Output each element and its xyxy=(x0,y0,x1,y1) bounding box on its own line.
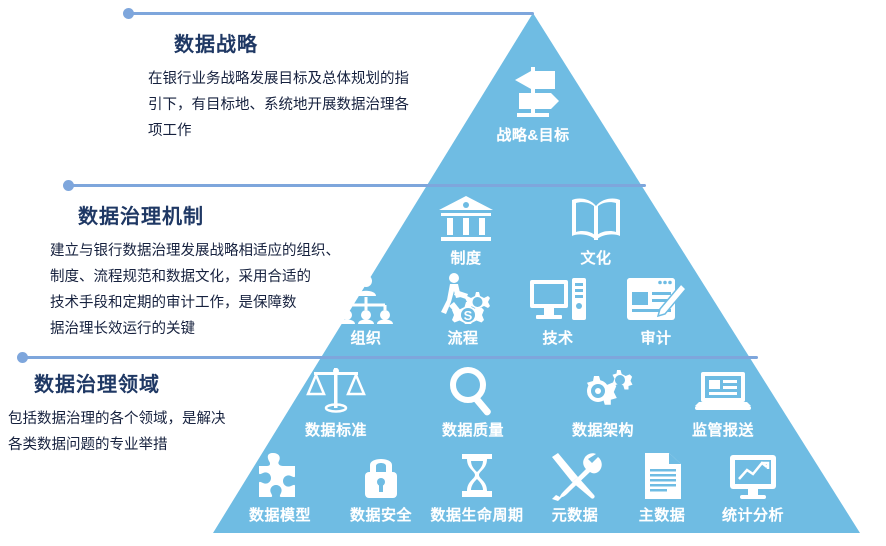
connector-dot-mechanism xyxy=(63,180,74,191)
pyramid-item-data-quality[interactable]: 数据质量 xyxy=(425,367,521,440)
magnifier-icon xyxy=(425,367,521,416)
pyramid-item-label: 数据安全 xyxy=(349,507,412,524)
pyramid-item-label: 审计 xyxy=(640,330,672,347)
svg-text:S: S xyxy=(464,308,473,323)
connector-dot-domain xyxy=(17,352,28,363)
pyramid-item-label: 制度 xyxy=(450,250,482,267)
lock-icon xyxy=(333,455,429,501)
pyramid-item-label: 战略&目标 xyxy=(496,127,570,144)
audit-icon xyxy=(608,278,704,324)
pyramid-item-label: 文化 xyxy=(580,250,612,267)
chart-monitor-icon xyxy=(705,455,801,501)
signpost-icon xyxy=(485,67,581,121)
section-mechanism-body-line-1: 建立与银行数据治理发展战略相适应的组织、 xyxy=(50,243,340,259)
pyramid-item-label: 数据架构 xyxy=(571,422,634,439)
pyramid-item-label: 监管报送 xyxy=(691,422,754,439)
pyramid-item-data-security[interactable]: 数据安全 xyxy=(333,455,429,525)
pyramid-item-data-lifecycle[interactable]: 数据生命周期 xyxy=(412,454,542,525)
pyramid-item-label: 主数据 xyxy=(638,507,686,524)
pyramid-item-master-data[interactable]: 主数据 xyxy=(614,453,710,525)
section-strategy-body: 在银行业务战略发展目标及总体规划的指 引下，有目标地、系统地开展数据治理各 项工… xyxy=(148,66,409,144)
hourglass-icon xyxy=(412,454,542,501)
pyramid-item-culture[interactable]: 文化 xyxy=(548,198,644,268)
connector-line-mechanism xyxy=(63,180,646,191)
pyramid-item-label: 数据模型 xyxy=(248,507,311,524)
section-domain-body-line-1: 包括数据治理的各个领域，是解决 xyxy=(8,411,226,427)
section-strategy-body-line-3: 项工作 xyxy=(148,123,192,139)
puzzle-icon xyxy=(232,453,328,501)
book-icon xyxy=(548,198,644,244)
section-mechanism-body-line-2: 制度、流程规范和数据文化，采用合适的 xyxy=(50,269,311,285)
section-domain-body: 包括数据治理的各个领域，是解决 各类数据问题的专业举措 xyxy=(8,406,226,458)
pyramid-item-regulatory-report[interactable]: 监管报送 xyxy=(675,370,771,440)
pyramid-item-label: 数据标准 xyxy=(304,422,367,439)
section-strategy-title: 数据战略 xyxy=(174,34,258,56)
section-domain-title: 数据治理领域 xyxy=(34,374,160,396)
bank-icon xyxy=(418,196,514,244)
connector-dot-strategy xyxy=(123,8,134,19)
process-gears-icon: S xyxy=(415,273,511,324)
pyramid-item-process[interactable]: S 流程 xyxy=(415,273,511,348)
pyramid-item-label: 技术 xyxy=(542,330,574,347)
pyramid-item-label: 统计分析 xyxy=(721,507,784,524)
computer-icon xyxy=(510,278,606,324)
pyramid-item-system[interactable]: 制度 xyxy=(418,196,514,268)
gears-icon xyxy=(555,370,651,416)
org-chart-icon xyxy=(318,275,414,324)
pyramid-item-label: 流程 xyxy=(447,330,479,347)
section-mechanism-body-line-3: 技术手段和定期的审计工作，是保障数 xyxy=(50,295,297,311)
pyramid-item-metadata[interactable]: 元数据 xyxy=(527,453,623,525)
pyramid-item-organization[interactable]: 组织 xyxy=(318,275,414,348)
pyramid-item-data-architecture[interactable]: 数据架构 xyxy=(555,370,651,440)
pyramid-item-label: 组织 xyxy=(350,330,382,347)
pyramid-item-statistical-analysis[interactable]: 统计分析 xyxy=(705,455,801,525)
laptop-icon xyxy=(675,370,771,416)
document-icon xyxy=(614,453,710,501)
pyramid-item-label: 元数据 xyxy=(551,507,599,524)
pyramid-item-data-model[interactable]: 数据模型 xyxy=(232,453,328,525)
pyramid-item-strategy-goal[interactable]: 战略&目标 xyxy=(485,67,581,145)
section-domain-body-line-2: 各类数据问题的专业举措 xyxy=(8,437,168,453)
section-domain: 数据治理领域 包括数据治理的各个领域，是解决 各类数据问题的专业举措 xyxy=(8,368,226,458)
tools-icon xyxy=(527,453,623,501)
section-strategy-body-line-1: 在银行业务战略发展目标及总体规划的指 xyxy=(148,71,409,87)
pyramid-item-technology[interactable]: 技术 xyxy=(510,278,606,348)
pyramid-item-audit[interactable]: 审计 xyxy=(608,278,704,348)
scales-icon xyxy=(288,368,384,416)
section-mechanism-title: 数据治理机制 xyxy=(78,206,204,228)
connector-line-strategy xyxy=(123,8,534,19)
section-mechanism-body-line-4: 据治理长效运行的关键 xyxy=(50,321,195,337)
section-mechanism: 数据治理机制 建立与银行数据治理发展战略相适应的组织、 制度、流程规范和数据文化… xyxy=(50,200,340,342)
section-strategy-body-line-2: 引下，有目标地、系统地开展数据治理各 xyxy=(148,97,409,113)
pyramid-item-data-standard[interactable]: 数据标准 xyxy=(288,368,384,440)
connector-line-domain xyxy=(17,352,758,363)
pyramid-item-label: 数据质量 xyxy=(441,422,504,439)
section-strategy: 数据战略 在银行业务战略发展目标及总体规划的指 引下，有目标地、系统地开展数据治… xyxy=(148,28,409,144)
section-mechanism-body: 建立与银行数据治理发展战略相适应的组织、 制度、流程规范和数据文化，采用合适的 … xyxy=(50,238,340,342)
pyramid-item-label: 数据生命周期 xyxy=(430,507,524,524)
